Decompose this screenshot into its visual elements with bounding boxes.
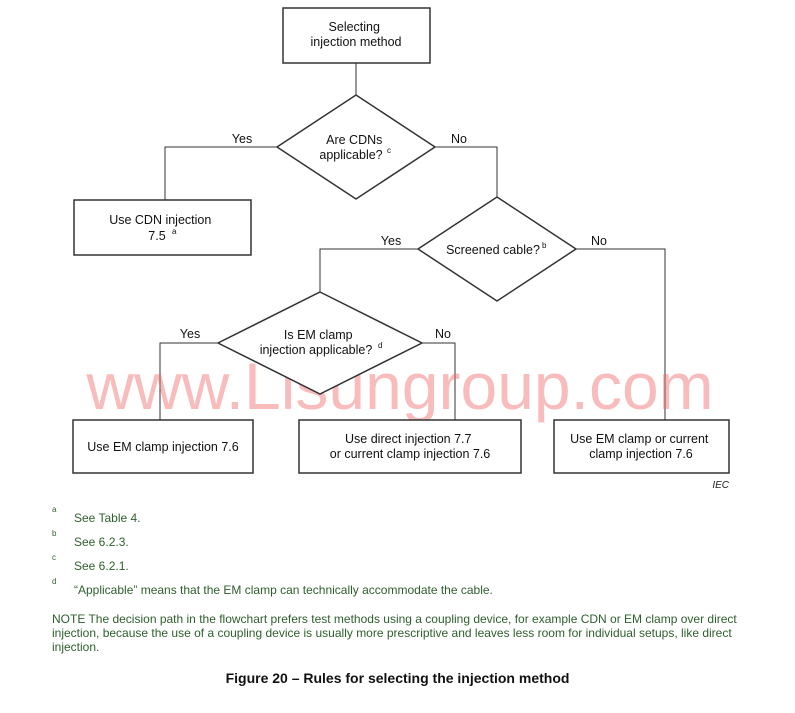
use-em-or-current-box — [553, 419, 730, 474]
watermark: www.Lisungroup.com — [85, 349, 713, 423]
edge-label-em-yes: Yes — [180, 327, 200, 341]
footnote-mark: c — [52, 553, 56, 562]
use-em-or-current-label: Use EM clamp or current clamp injection … — [570, 432, 712, 461]
figure-caption: Figure 20 – Rules for selecting the inje… — [225, 670, 570, 686]
edge-label-screened-yes: Yes — [381, 234, 401, 248]
edge-cdn-no — [435, 146, 498, 197]
footnote-mark: d — [52, 577, 57, 586]
footnote-c: c See 6.2.1. — [52, 553, 752, 580]
note-paragraph: NOTE The decision path in the flowchart … — [52, 612, 737, 654]
edge-label-cdn-yes: Yes — [232, 132, 252, 146]
use-em-clamp-box — [72, 419, 254, 474]
footnote-text: See 6.2.3. — [74, 535, 129, 549]
edge-em-no — [422, 342, 456, 420]
footnote-mark: b — [52, 529, 57, 538]
screened-decision — [416, 196, 578, 302]
use-direct-box — [298, 419, 522, 474]
footnote-d: d “Applicable” means that the EM clamp c… — [52, 577, 752, 604]
footnote-text: See 6.2.1. — [74, 559, 129, 573]
use-cdn-label: Use CDN injection 7.5 — [109, 213, 215, 243]
em-clamp-question-label: Is EM clamp injection applicable? — [260, 328, 373, 357]
footnote-mark: a — [52, 505, 57, 514]
start-box — [282, 7, 431, 64]
edge-screened-no — [576, 248, 666, 420]
use-cdn-footnote-mark: a — [172, 227, 177, 236]
cdn-question-label: Are CDNs applicable? — [319, 133, 386, 162]
edge-cdn-yes — [164, 146, 277, 200]
em-clamp-question-footnote-mark: d — [378, 341, 382, 350]
footnote-b: b See 6.2.3. — [52, 529, 752, 556]
footnotes: a See Table 4. b See 6.2.3. c See 6.2.1.… — [52, 505, 752, 604]
footnote-text: “Applicable” means that the EM clamp can… — [74, 583, 493, 597]
flowchart: www.Lisungroup.com Selecting injection m… — [72, 7, 730, 491]
use-em-clamp-label: Use EM clamp injection 7.6 — [87, 440, 239, 454]
screened-question-label: Screened cable? — [446, 243, 540, 257]
cdn-decision — [275, 94, 437, 200]
em-clamp-decision — [216, 291, 424, 395]
start-label: Selecting injection method — [310, 20, 401, 49]
edge-label-cdn-no: No — [451, 132, 467, 146]
cdn-question-footnote-mark: c — [387, 146, 391, 155]
iec-label: IEC — [712, 480, 729, 491]
edge-em-yes — [159, 342, 218, 420]
edge-label-em-no: No — [435, 327, 451, 341]
edge-label-screened-no: No — [591, 234, 607, 248]
screened-question-footnote-mark: b — [542, 241, 547, 250]
edge-screened-yes — [319, 248, 418, 292]
use-cdn-box — [73, 199, 252, 256]
footnote-a: a See Table 4. — [52, 505, 752, 532]
use-direct-label: Use direct injection 7.7 or current clam… — [330, 432, 491, 461]
footnote-text: See Table 4. — [74, 511, 141, 525]
